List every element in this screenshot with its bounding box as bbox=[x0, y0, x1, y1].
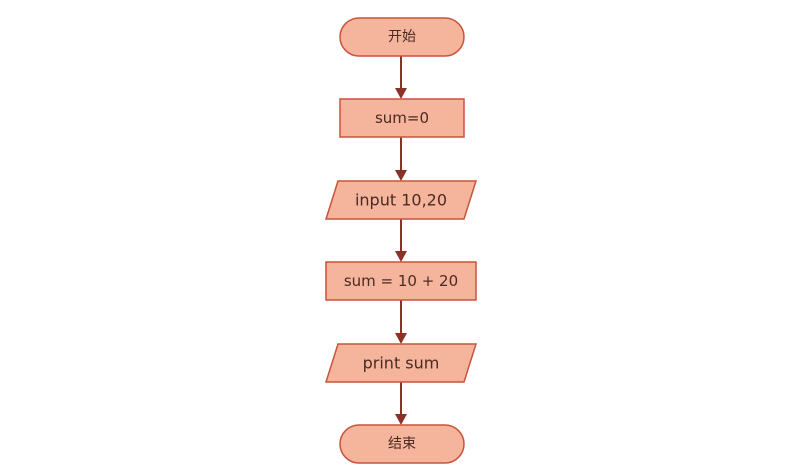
calc-process-label: sum = 10 + 20 bbox=[344, 272, 458, 290]
end-node: 结束 bbox=[339, 424, 465, 464]
end-node-label: 结束 bbox=[388, 436, 416, 452]
input-node-label: input 10,20 bbox=[355, 191, 447, 210]
output-node: print sum bbox=[324, 343, 478, 383]
init-process-label: sum=0 bbox=[375, 109, 429, 127]
arrow-input-to-calc bbox=[395, 219, 407, 262]
flowchart-edges bbox=[395, 56, 407, 425]
arrow-output-to-end bbox=[395, 382, 407, 425]
arrow-init-to-input bbox=[395, 137, 407, 181]
arrow-start-to-init bbox=[395, 56, 407, 99]
start-node: 开始 bbox=[339, 17, 465, 57]
calc-process-node: sum = 10 + 20 bbox=[325, 261, 477, 301]
init-process-node: sum=0 bbox=[339, 98, 465, 138]
input-node: input 10,20 bbox=[324, 180, 478, 220]
flowchart-nodes: 开始 sum=0 input 10,20 sum = 10 + 20 print… bbox=[324, 17, 478, 464]
output-node-label: print sum bbox=[363, 354, 440, 373]
start-node-label: 开始 bbox=[388, 29, 416, 45]
arrow-calc-to-output bbox=[395, 300, 407, 344]
